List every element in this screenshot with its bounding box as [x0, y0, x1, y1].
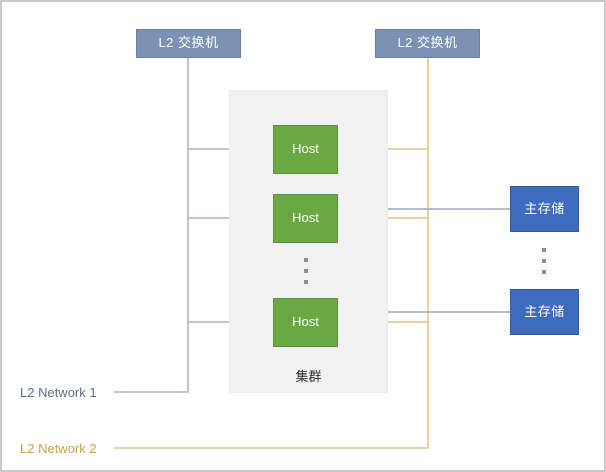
cluster-ellipsis-icon: [304, 258, 308, 284]
host-node-1[interactable]: Host: [273, 125, 338, 174]
host-node-2[interactable]: Host: [273, 194, 338, 243]
switch-left-node[interactable]: L2 交换机: [136, 29, 241, 58]
switch-left-label: L2 交换机: [158, 35, 219, 51]
switch-right-node[interactable]: L2 交换机: [375, 29, 480, 58]
host-label-1: Host: [292, 141, 319, 157]
host-node-3[interactable]: Host: [273, 298, 338, 347]
storage-label-2: 主存储: [524, 303, 565, 319]
switch-right-label: L2 交换机: [397, 35, 458, 51]
storage-ellipsis-icon: [542, 248, 546, 274]
cluster-caption: 集群: [295, 369, 322, 384]
storage-node-1[interactable]: 主存储: [510, 186, 579, 232]
l2-network-2-label: L2 Network 2: [20, 441, 97, 456]
l2-network-1-label: L2 Network 1: [20, 385, 97, 400]
host-label-2: Host: [292, 210, 319, 226]
storage-label-1: 主存储: [524, 200, 565, 216]
storage-node-2[interactable]: 主存储: [510, 289, 579, 335]
host-storage-arrows: [386, 206, 527, 315]
host-label-3: Host: [292, 314, 319, 330]
